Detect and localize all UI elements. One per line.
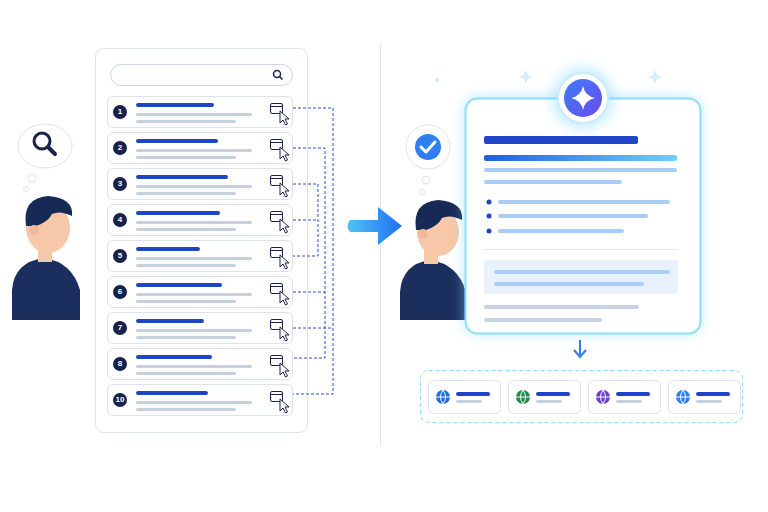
result-row: 3 <box>107 168 293 200</box>
callout-number: 5 <box>113 249 127 263</box>
result-row: 2 <box>107 132 293 164</box>
result-row: 6 <box>107 276 293 308</box>
link-icon <box>268 136 294 162</box>
text-placeholder <box>136 149 252 152</box>
callout-number: 7 <box>113 321 127 335</box>
text-placeholder <box>136 257 252 260</box>
text-placeholder <box>136 401 252 404</box>
callout-number: 3 <box>113 177 127 191</box>
link-icon <box>268 244 294 270</box>
text-placeholder <box>136 336 236 339</box>
text-placeholder <box>136 329 252 332</box>
link-icon <box>268 388 294 414</box>
text-placeholder <box>136 156 236 159</box>
text-placeholder <box>136 355 212 359</box>
text-placeholder <box>136 211 220 215</box>
text-placeholder <box>136 300 236 303</box>
link-icon <box>268 208 294 234</box>
text-placeholder <box>136 365 252 368</box>
result-row: 10 <box>107 384 293 416</box>
text-placeholder <box>136 391 208 395</box>
callout-number: 2 <box>113 141 127 155</box>
callout-number: 10 <box>113 393 127 407</box>
result-row: 8 <box>107 348 293 380</box>
text-placeholder <box>136 221 252 224</box>
text-placeholder <box>136 293 252 296</box>
text-placeholder <box>136 228 236 231</box>
result-row: 1 <box>107 96 293 128</box>
text-placeholder <box>136 247 200 251</box>
text-placeholder <box>136 408 236 411</box>
text-placeholder <box>136 139 218 143</box>
link-icon <box>268 280 294 306</box>
result-row: 7 <box>107 312 293 344</box>
result-row: 4 <box>107 204 293 236</box>
link-icon <box>268 172 294 198</box>
callout-number: 8 <box>113 357 127 371</box>
text-placeholder <box>136 113 252 116</box>
text-placeholder <box>136 103 214 107</box>
text-placeholder <box>136 192 236 195</box>
link-icon <box>268 316 294 342</box>
text-placeholder <box>136 175 228 179</box>
text-placeholder <box>136 372 236 375</box>
callout-number: 6 <box>113 285 127 299</box>
link-icon <box>268 352 294 378</box>
text-placeholder <box>136 185 252 188</box>
callout-number: 1 <box>113 105 127 119</box>
text-placeholder <box>136 319 204 323</box>
text-placeholder <box>136 264 236 267</box>
link-icon <box>268 100 294 126</box>
text-placeholder <box>136 283 222 287</box>
text-placeholder <box>136 120 236 123</box>
result-row: 5 <box>107 240 293 272</box>
callout-number: 4 <box>113 213 127 227</box>
